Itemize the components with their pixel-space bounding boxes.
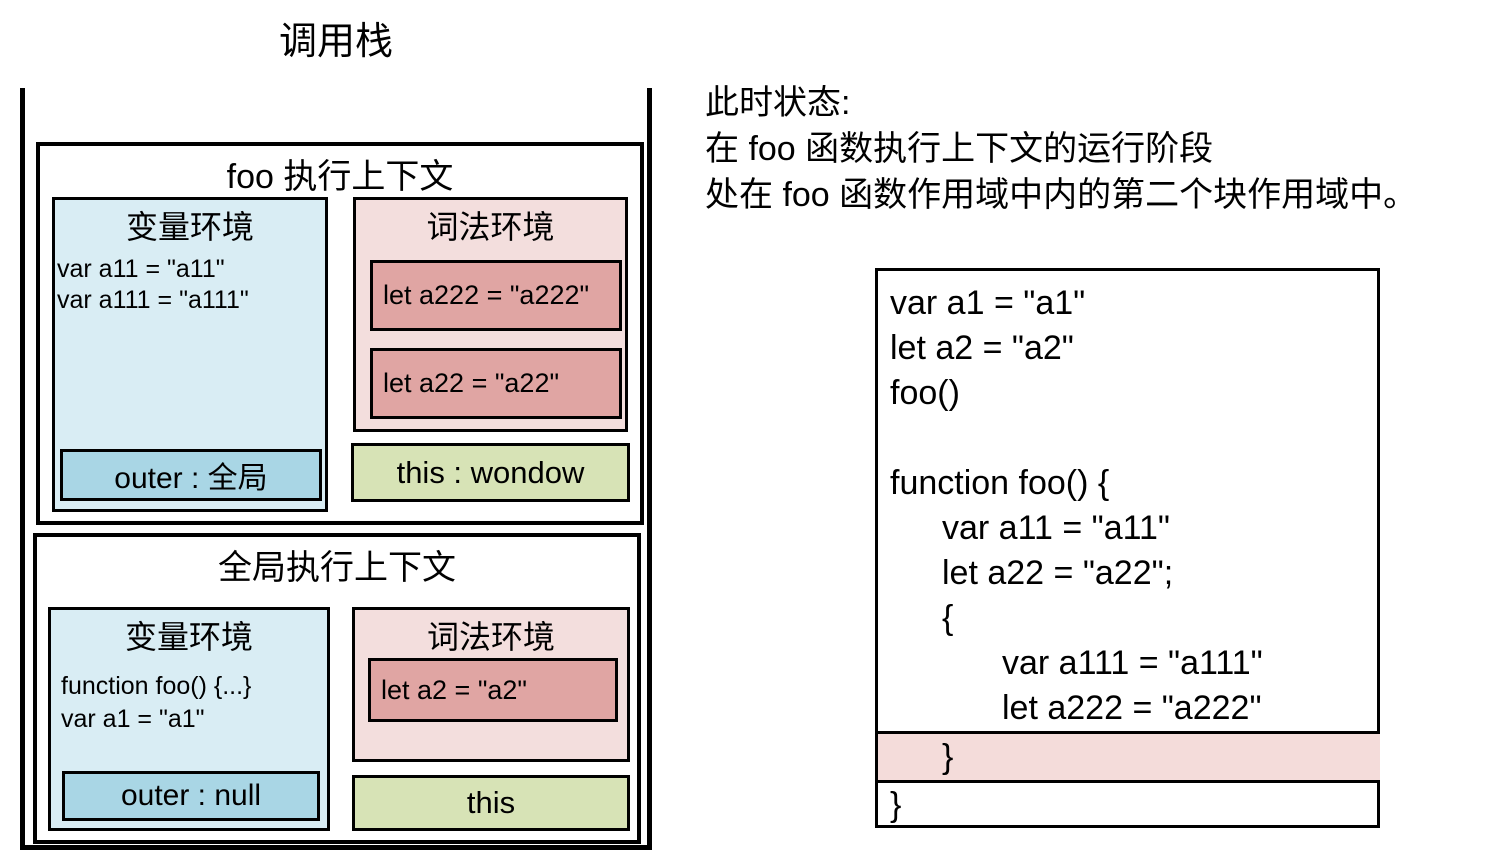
code-line: var a111 = "a111" [1002,644,1263,682]
variable-declarations: var a11 = "a11" var a111 = "a111" [55,254,325,316]
foo-lexical-environment: 词法环境 let a222 = "a222" let a22 = "a22" [353,197,628,432]
code-line: let a2 = "a2" [890,329,1074,367]
outer-reference-box: outer : null [62,771,320,821]
var-decl-line: var a111 = "a111" [57,286,249,314]
lexical-block-a2: let a2 = "a2" [368,658,618,722]
call-stack-title: 调用栈 [278,21,393,63]
foo-execution-context: foo 执行上下文 变量环境 var a11 = "a11" var a111 … [36,142,644,525]
code-box: var a1 = "a1" let a2 = "a2" foo() functi… [875,268,1380,828]
code-line: let a222 = "a222" [1002,689,1262,727]
lexical-block-a22: let a22 = "a22" [370,348,622,419]
global-execution-context: 全局执行上下文 变量环境 function foo() {...} var a1… [33,533,641,844]
status-line: 处在 foo 函数作用域中内的第二个块作用域中。 [705,176,1418,214]
lexical-environment-title: 词法环境 [426,619,555,655]
foo-variable-environment: 变量环境 var a11 = "a11" var a111 = "a111" o… [52,197,328,512]
lexical-block-a222: let a222 = "a222" [370,260,622,331]
global-lexical-environment: 词法环境 let a2 = "a2" [352,607,630,762]
code-line: { [942,599,954,637]
global-variable-environment: 变量环境 function foo() {...} var a1 = "a1" … [48,607,330,831]
status-line: 此时状态: [705,84,851,122]
code-line: function foo() { [890,464,1110,502]
call-stack-container: foo 执行上下文 变量环境 var a11 = "a11" var a111 … [20,88,652,850]
outer-reference-box: outer : 全局 [60,449,322,501]
variable-environment-title: 变量环境 [124,619,253,655]
code-line: let a22 = "a22"; [942,554,1174,592]
var-decl-line: var a1 = "a1" [61,705,205,733]
foo-this-binding-box: this : wondow [351,443,630,502]
highlighted-code-line: } [878,731,1380,783]
code-line-blank [890,416,1377,461]
lexical-environment-title: 词法环境 [426,209,555,245]
var-decl-line: function foo() {...} [61,672,252,700]
global-this-binding-box: this [352,775,630,831]
code-line: var a11 = "a11" [942,509,1170,547]
variable-environment-title: 变量环境 [125,209,254,245]
variable-declarations: function foo() {...} var a1 = "a1" [51,670,327,736]
status-note: 此时状态: 在 foo 函数执行上下文的运行阶段 处在 foo 函数作用域中内的… [705,80,1417,218]
status-line: 在 foo 函数执行上下文的运行阶段 [705,130,1214,168]
code-line: } [890,786,902,824]
var-decl-line: var a11 = "a11" [57,255,225,283]
global-context-title: 全局执行上下文 [218,549,456,587]
code-line: foo() [890,374,960,412]
foo-context-title: foo 执行上下文 [226,158,454,196]
code-line: var a1 = "a1" [890,284,1086,322]
